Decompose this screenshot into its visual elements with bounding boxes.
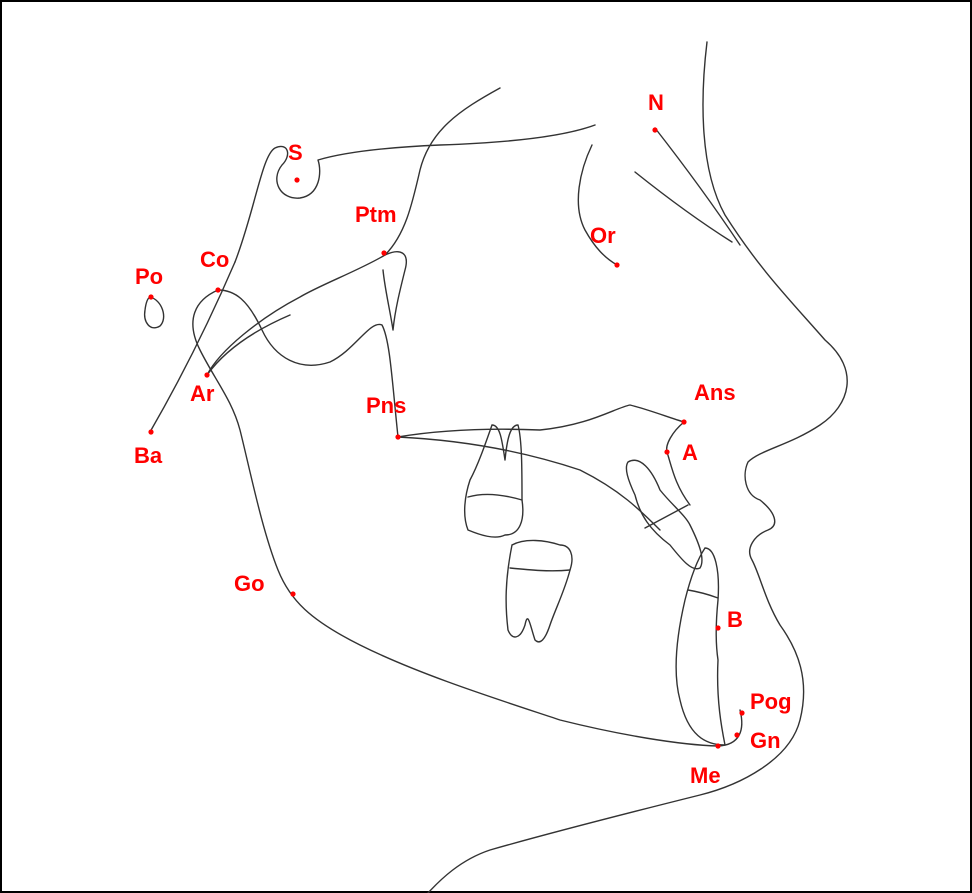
lower-molar-crown-line — [510, 568, 570, 571]
lower-incisor-crown-line — [688, 590, 718, 598]
soft-tissue-nasal-line — [655, 128, 740, 245]
ramus-anterior-border — [207, 315, 290, 375]
landmark-label-go: Go — [234, 571, 265, 596]
landmark-ans: Ans — [681, 380, 735, 425]
landmark-ar: Ar — [190, 372, 215, 406]
palatal-plane — [398, 405, 684, 437]
landmark-point-b — [715, 625, 720, 630]
landmark-n: N — [648, 90, 664, 133]
landmark-label-me: Me — [690, 763, 721, 788]
landmark-or: Or — [590, 223, 620, 268]
landmark-label-or: Or — [590, 223, 616, 248]
landmark-point-pog — [739, 710, 744, 715]
landmark-gn: Gn — [734, 728, 780, 753]
landmark-label-co: Co — [200, 247, 229, 272]
landmark-go: Go — [234, 571, 296, 597]
upper-incisor — [626, 460, 702, 569]
landmark-label-po: Po — [135, 264, 163, 289]
landmark-label-ba: Ba — [134, 443, 163, 468]
upper-molar-crown-line — [468, 494, 522, 500]
lower-incisor — [676, 548, 725, 745]
landmark-label-ans: Ans — [694, 380, 736, 405]
nasal-bone-line — [635, 172, 732, 242]
pterygomaxillary-fissure — [207, 88, 500, 375]
landmark-po: Po — [135, 264, 163, 300]
landmark-point-pns — [395, 434, 400, 439]
landmark-point-s — [294, 177, 299, 182]
landmark-point-ptm — [381, 250, 386, 255]
maxilla-lower-border — [398, 437, 660, 530]
landmark-label-n: N — [648, 90, 664, 115]
landmark-ptm: Ptm — [355, 202, 397, 256]
landmark-label-ar: Ar — [190, 381, 215, 406]
landmark-me: Me — [690, 743, 721, 788]
landmark-point-po — [148, 294, 153, 299]
anatomical-tracing — [145, 42, 848, 893]
landmark-s: S — [288, 140, 303, 183]
landmark-point-go — [290, 591, 295, 596]
landmark-label-pns: Pns — [366, 393, 406, 418]
soft-tissue-profile — [428, 42, 847, 893]
landmark-point-ar — [204, 372, 209, 377]
landmark-label-pog: Pog — [750, 689, 792, 714]
landmark-point-gn — [734, 732, 739, 737]
landmark-point-co — [215, 287, 220, 292]
landmark-label-b: B — [727, 607, 743, 632]
landmark-label-gn: Gn — [750, 728, 781, 753]
lower-molar — [506, 540, 572, 641]
landmark-pns: Pns — [366, 393, 406, 440]
landmark-point-or — [614, 262, 619, 267]
landmark-pog: Pog — [739, 689, 791, 716]
ramus-posterior-border — [193, 290, 718, 746]
landmark-point-a — [664, 449, 669, 454]
landmark-ba: Ba — [134, 429, 163, 468]
landmark-point-ans — [681, 419, 686, 424]
upper-incisor-crown-line — [645, 505, 688, 528]
landmark-point-ba — [148, 429, 153, 434]
upper-molar — [465, 425, 523, 537]
landmark-b: B — [715, 607, 742, 632]
porion-outline — [145, 297, 164, 328]
landmark-point-me — [715, 743, 720, 748]
landmark-point-n — [652, 127, 657, 132]
ptm-teardrop — [383, 252, 406, 330]
landmark-label-a: A — [682, 440, 698, 465]
landmark-label-s: S — [288, 140, 303, 165]
landmark-label-ptm: Ptm — [355, 202, 397, 227]
